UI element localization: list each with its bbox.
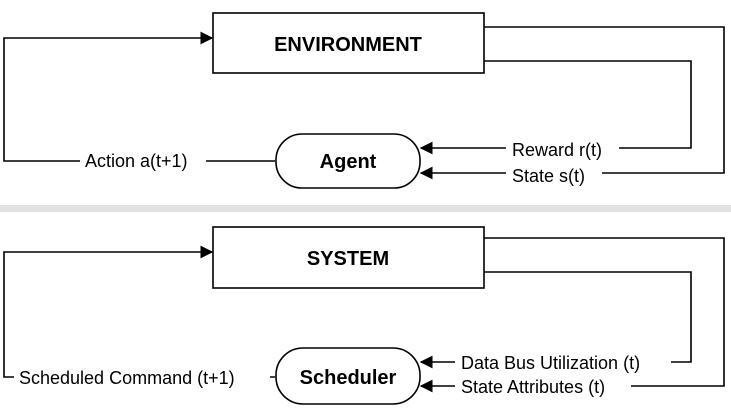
agent-title: Agent <box>320 151 377 173</box>
agent-box <box>275 133 421 189</box>
reward-connector <box>419 60 692 155</box>
action-label: Action a(t+1) <box>85 151 188 171</box>
bottom-diagram: SYSTEM Scheduler Scheduled Command (t+1)… <box>3 226 725 405</box>
environment-title: ENVIRONMENT <box>274 34 422 56</box>
top-diagram: ENVIRONMENT Agent Action a(t+1) Reward r… <box>3 12 725 189</box>
scheduler-title: Scheduler <box>300 367 397 389</box>
system-box <box>212 226 485 289</box>
reward-label-bg <box>506 138 619 160</box>
section-separator <box>0 205 731 212</box>
attributes-label: State Attributes (t) <box>461 377 605 397</box>
state-label: State s(t) <box>512 166 585 186</box>
bus-label-bg <box>455 351 671 373</box>
command-label: Scheduled Command (t+1) <box>19 368 235 388</box>
state-label-bg <box>506 163 602 185</box>
environment-box <box>212 12 485 74</box>
reward-label: Reward r(t) <box>512 140 602 160</box>
attributes-label-bg <box>455 375 631 397</box>
bus-label: Data Bus Utilization (t) <box>461 353 640 373</box>
scheduler-box <box>275 347 421 405</box>
system-title: SYSTEM <box>307 248 389 270</box>
action-label-bg <box>80 148 206 174</box>
command-label-bg <box>14 364 270 390</box>
